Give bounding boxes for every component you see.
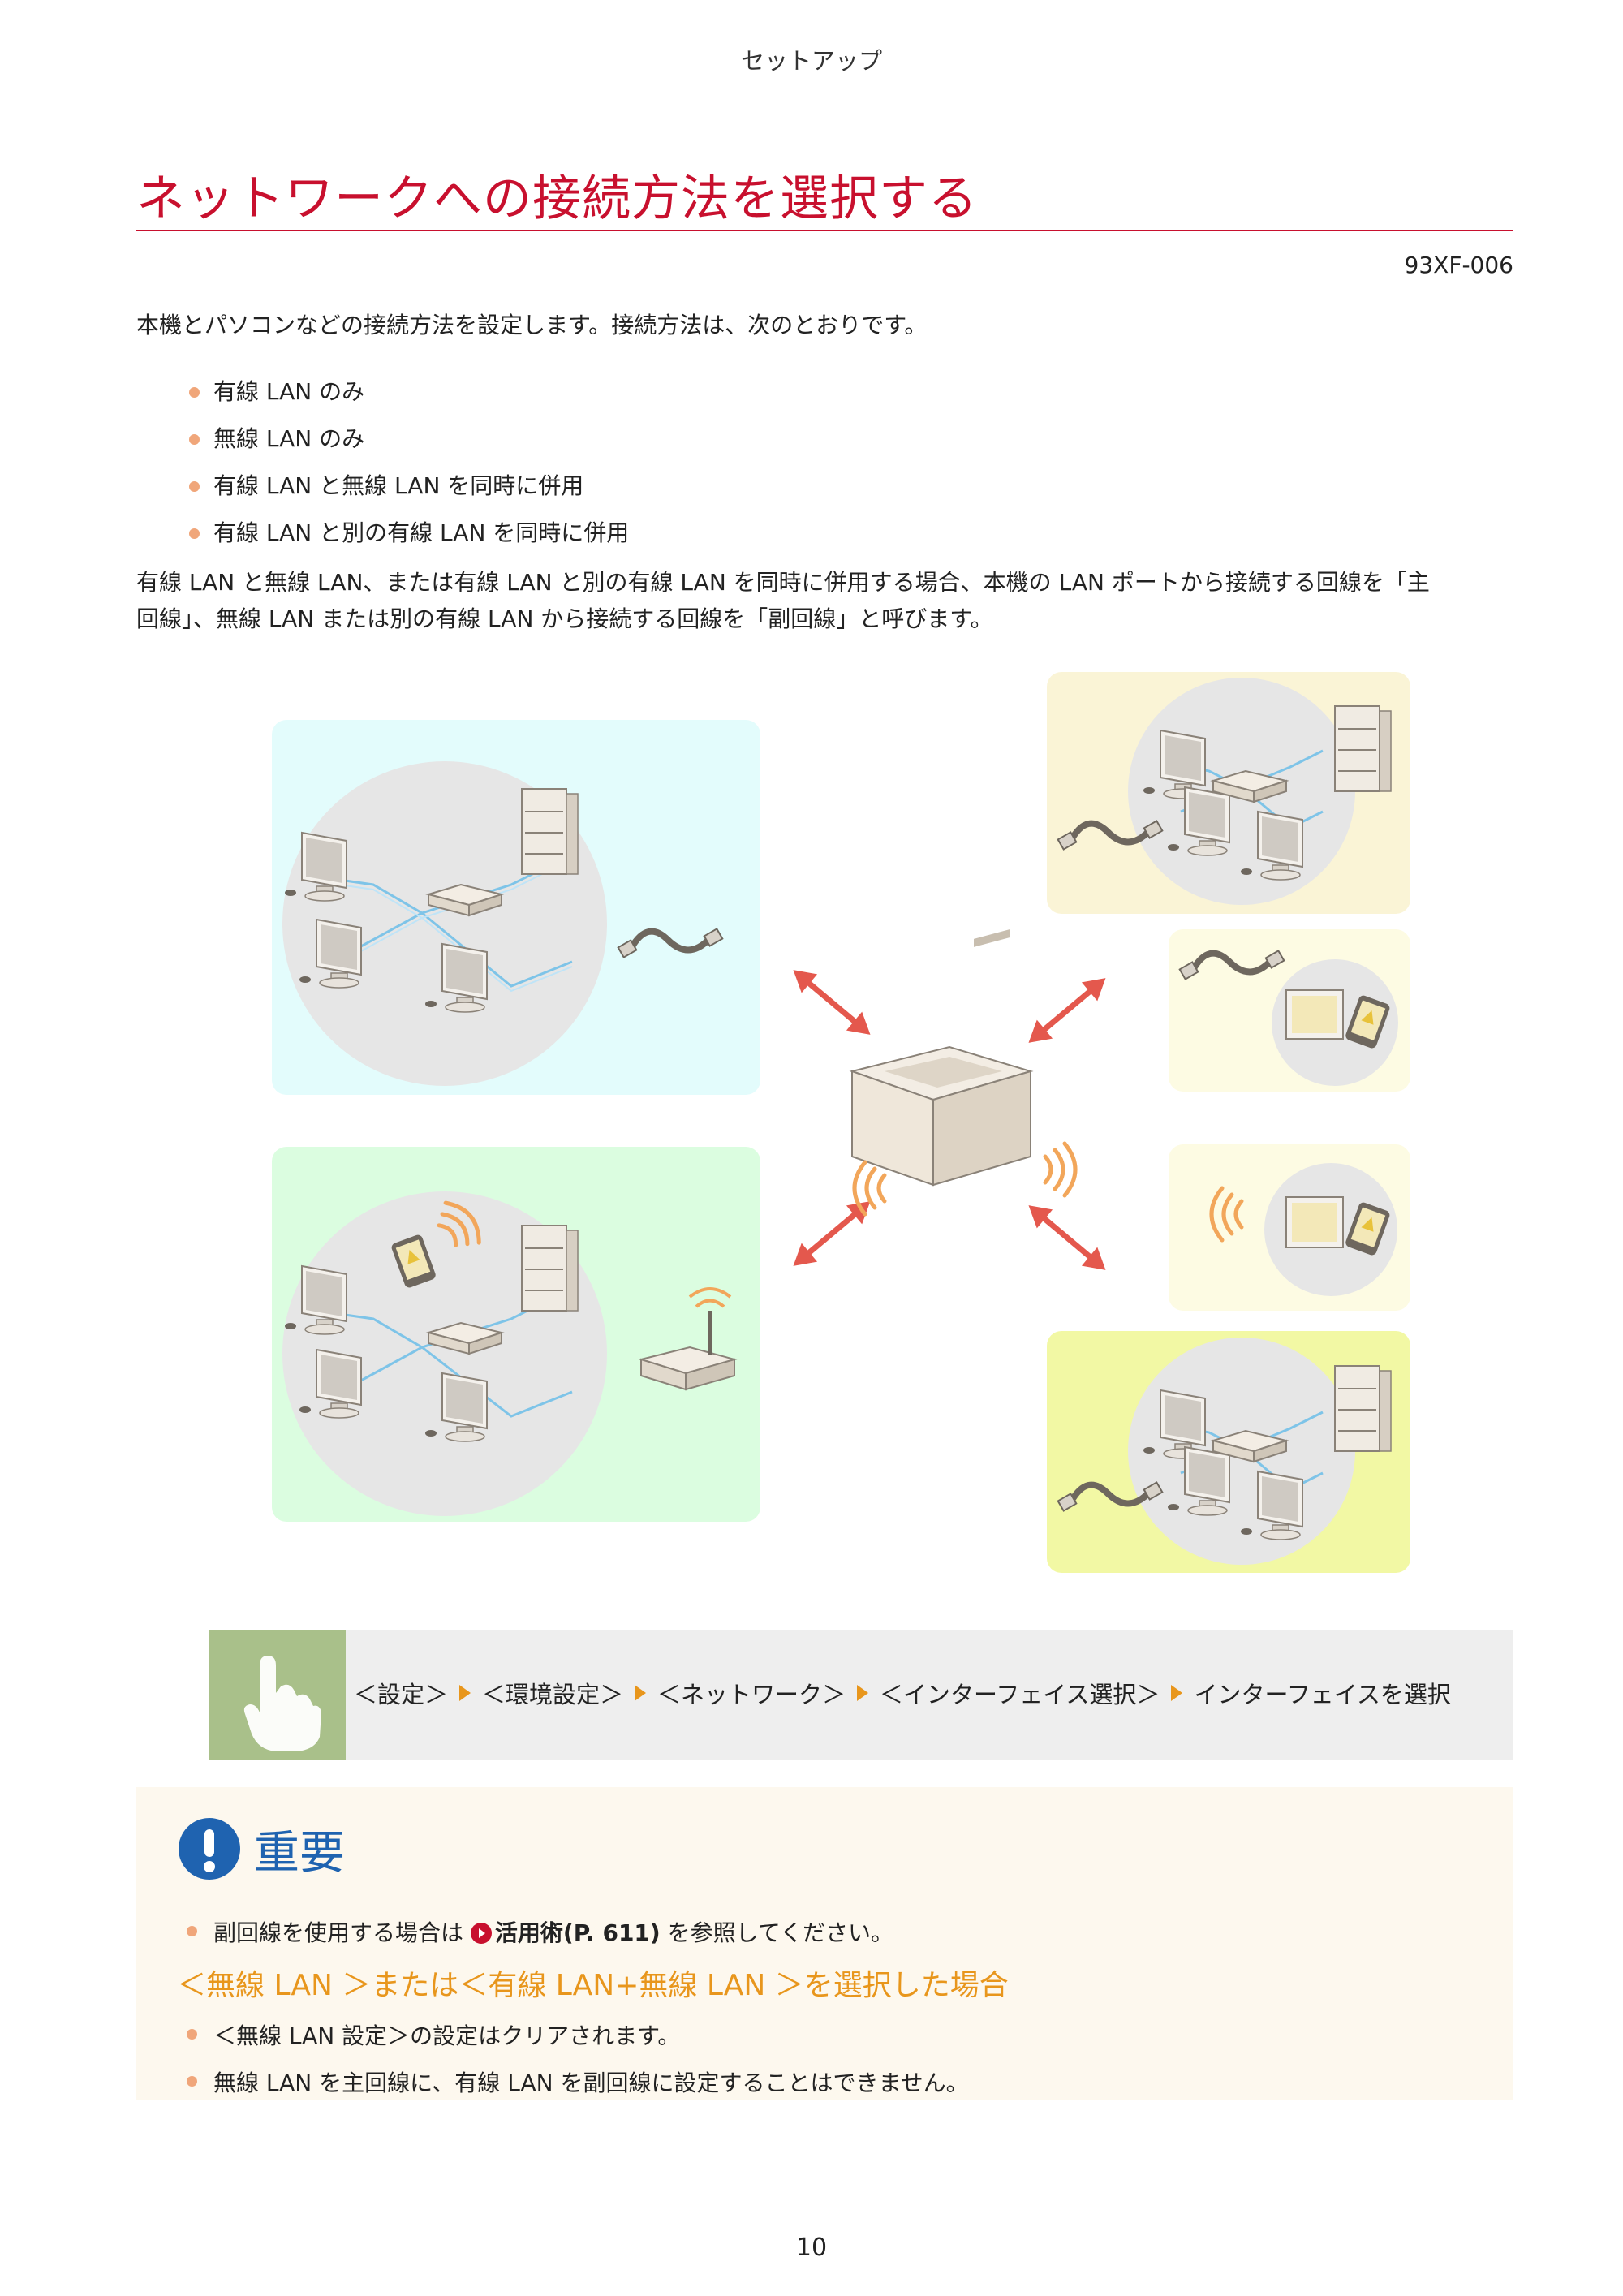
procedure-step: ＜環境設定＞ (482, 1681, 624, 1708)
printer-illustration (849, 928, 1034, 1187)
wired-lan-small-panel-top (1047, 672, 1410, 914)
procedure-steps: ＜設定＞ ＜環境設定＞ ＜ネットワーク＞ ＜インターフェイス選択＞ インターフェ… (354, 1676, 1451, 1710)
header-section-label: セットアップ (740, 47, 882, 75)
link-arrow-icon (470, 1923, 492, 1944)
network-connection-illustration (272, 672, 1410, 1573)
bullet-dot-icon (187, 2029, 197, 2040)
reference-link[interactable]: 活用術(P. 611) (494, 1919, 661, 1946)
page-title: ネットワークへの接続方法を選択する (136, 170, 978, 227)
title-rule (136, 230, 1513, 231)
list-item-label: 無線 LAN のみ (213, 425, 365, 452)
intro-text: 本機とパソコンなどの接続方法を設定します。接続方法は、次のとおりです。 (136, 312, 928, 338)
step-arrow-icon (857, 1685, 869, 1701)
wired-lan-panel (272, 720, 760, 1095)
bullet-dot-icon (189, 434, 200, 445)
important-item: ＜無線 LAN 設定＞の設定はクリアされます。 (187, 2018, 681, 2051)
wired-lan-small-panel-bottom (1047, 1331, 1410, 1573)
list-item-label: 有線 LAN のみ (213, 378, 365, 405)
important-notice-box: 重要 副回線を使用する場合は 活用術(P. 611) を参照してください。 ＜無… (136, 1787, 1513, 2100)
important-item-text: 副回線を使用する場合は (213, 1919, 471, 1946)
procedure-box: ＜設定＞ ＜環境設定＞ ＜ネットワーク＞ ＜インターフェイス選択＞ インターフェ… (209, 1630, 1513, 1760)
paragraph-line: 有線 LAN と無線 LAN、または有線 LAN と別の有線 LAN を同時に併… (136, 569, 1430, 596)
important-item-text: を参照してください。 (660, 1919, 893, 1946)
step-arrow-icon (459, 1685, 471, 1701)
important-item-text: 無線 LAN を主回線に、有線 LAN を副回線に設定することはできません。 (213, 2070, 969, 2096)
step-arrow-icon (635, 1685, 647, 1701)
explanation-paragraph: 有線 LAN と無線 LAN、または有線 LAN と別の有線 LAN を同時に併… (136, 564, 1516, 637)
bullet-dot-icon (189, 528, 200, 539)
important-item: 無線 LAN を主回線に、有線 LAN を副回線に設定することはできません。 (187, 2066, 969, 2098)
bullet-dot-icon (189, 481, 200, 492)
procedure-step: ＜ネットワーク＞ (657, 1681, 846, 1708)
procedure-step: ＜インターフェイス選択＞ (880, 1681, 1160, 1708)
list-item: 無線 LAN のみ (189, 422, 629, 469)
connection-method-list: 有線 LAN のみ 無線 LAN のみ 有線 LAN と無線 LAN を同時に併… (189, 375, 630, 563)
wireless-router-illustration (638, 1287, 738, 1391)
paragraph-line: 回線」、無線 LAN または別の有線 LAN から接続する回線を「副回線」と呼び… (136, 605, 993, 632)
page-number: 10 (795, 2234, 828, 2262)
pointing-hand-icon (209, 1630, 346, 1760)
exclamation-icon (179, 1818, 240, 1880)
wired-small-panel (1169, 929, 1410, 1092)
list-item: 有線 LAN と無線 LAN を同時に併用 (189, 469, 629, 516)
document-id: 93XF-006 (1404, 252, 1513, 278)
step-arrow-icon (1171, 1685, 1183, 1701)
wired-and-wireless-panel (272, 1147, 760, 1522)
important-item-text: ＜無線 LAN 設定＞の設定はクリアされます。 (213, 2022, 681, 2049)
procedure-step: インターフェイスを選択 (1194, 1681, 1451, 1708)
bullet-dot-icon (189, 387, 200, 398)
list-item: 有線 LAN のみ (189, 375, 629, 422)
list-item-label: 有線 LAN と別の有線 LAN を同時に併用 (213, 519, 630, 546)
important-subheading: ＜無線 LAN ＞または＜有線 LAN+無線 LAN ＞を選択した場合 (177, 1969, 1009, 2002)
bullet-dot-icon (187, 2076, 197, 2087)
important-title: 重要 (254, 1827, 345, 1880)
procedure-step: ＜設定＞ (354, 1681, 449, 1708)
important-item: 副回線を使用する場合は 活用術(P. 611) を参照してください。 (187, 1915, 893, 1948)
wireless-small-panel (1169, 1144, 1410, 1311)
list-item: 有線 LAN と別の有線 LAN を同時に併用 (189, 516, 630, 563)
bullet-dot-icon (187, 1926, 197, 1936)
list-item-label: 有線 LAN と無線 LAN を同時に併用 (213, 472, 584, 499)
